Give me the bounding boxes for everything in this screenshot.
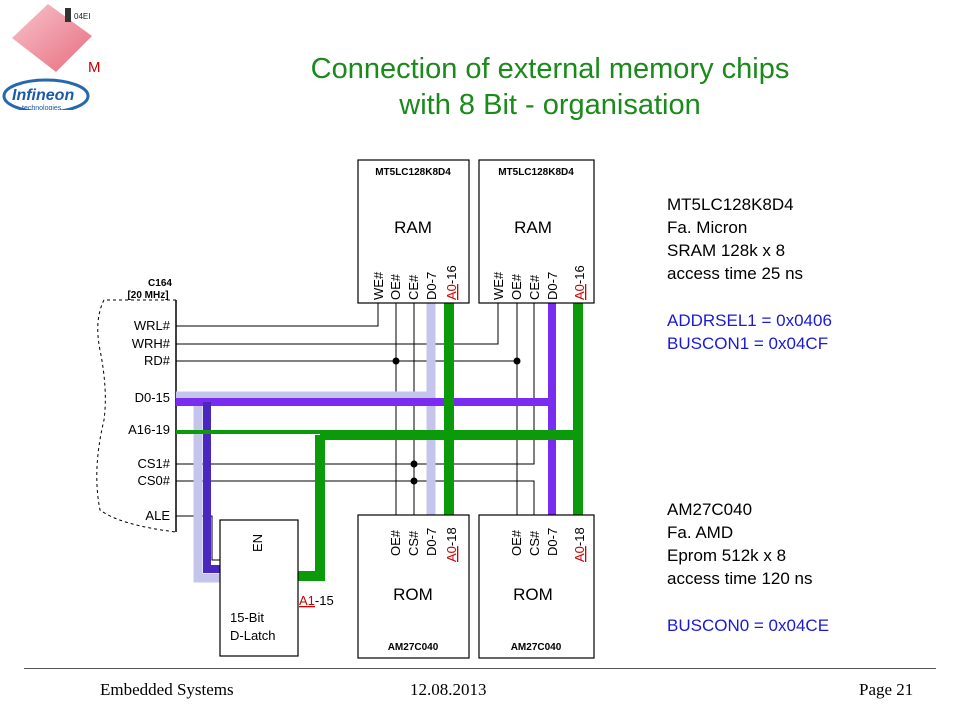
rom-info-line: Eprom 512k x 8 [667,546,787,565]
logo-m-letter: M [88,59,101,76]
ram-info: MT5LC128K8D4 Fa. Micron SRAM 128k x 8 ac… [667,193,803,285]
ram2-pin-oe: OE# [509,273,524,300]
ram-config-line: BUSCON1 = 0x04CF [667,334,829,353]
ram1-pin-addr: A0-16 [444,265,459,300]
pin-cs1: CS1# [137,456,170,471]
ram2-pin-ce: CE# [527,274,542,300]
logo-sub: technologies [22,105,62,110]
rom1-type: ROM [393,585,433,604]
ram-config-line: ADDRSEL1 = 0x0406 [667,311,832,330]
pin-wrl: WRL# [134,318,171,333]
control-lines [176,303,535,561]
slide-title-line2: with 8 Bit - organisation [399,89,701,121]
ram1-pin-oe: OE# [388,273,403,300]
rom1-pin-cs: CS# [406,530,421,556]
rom2-part: AM27C040 [511,642,562,653]
ram1-type: RAM [394,218,432,237]
rom2-pin-addr: A0-18 [572,527,587,562]
ram2-pin-addr: A0-16 [572,265,587,300]
footer-left: Embedded Systems [100,680,234,699]
ram-info-line: SRAM 128k x 8 [667,241,786,260]
footer-date: 12.08.2013 [410,680,487,699]
ram-config: ADDRSEL1 = 0x0406 BUSCON1 = 0x04CF [667,309,832,355]
pin-cs0: CS0# [137,473,170,488]
rom-config: BUSCON0 = 0x04CE [667,614,829,637]
address-bus [176,303,583,581]
rom2-pin-cs: CS# [527,530,542,556]
ram1-pin-ce: CE# [406,274,421,300]
rom-info: AM27C040 Fa. AMD Eprom 512k x 8 access t… [667,498,813,590]
memory-circuit-diagram: C164 [20 MHz] WRL# WRH# RD# D0-15 A16-19… [96,159,595,659]
ram1-part: MT5LC128K8D4 [375,167,451,178]
data-bus-low [176,303,436,583]
pin-rd: RD# [144,353,171,368]
controller-clock: [20 MHz] [127,290,168,301]
rom1-pin-data: D0-7 [424,528,439,556]
data-bus-high [176,303,556,573]
pin-d0-15: D0-15 [135,390,170,405]
footer-divider [24,668,936,669]
ram-info-line: access time 25 ns [667,264,804,283]
ram1-pin-data: D0-7 [424,272,439,300]
pin-a16-19: A16-19 [128,422,170,437]
ram2-part: MT5LC128K8D4 [498,167,574,178]
rom1-part: AM27C040 [388,642,439,653]
rom2-pin-oe: OE# [509,529,524,556]
rom-chip-2: OE# CS# D0-7 A0-18 ROM AM27C040 [478,514,595,659]
latch-line2: D-Latch [230,628,276,643]
rom2-pin-data: D0-7 [545,528,560,556]
rom1-pin-addr: A0-18 [444,527,459,562]
pin-wrh: WRH# [132,336,171,351]
latch-output: A1-15 [299,593,334,608]
ram2-pin-we: WE# [491,271,506,300]
ram-info-line: MT5LC128K8D4 [667,195,794,214]
logo-brand: Infineon [12,87,74,104]
footer-page: Page 21 [859,680,914,699]
rom-info-line: access time 120 ns [667,569,813,588]
latch-enable: EN [250,534,265,552]
logo-mark: 04EI [74,12,90,21]
rom-config-line: BUSCON0 = 0x04CE [667,616,830,635]
logo-diamond-icon [12,4,92,72]
rom1-pin-oe: OE# [388,529,403,556]
ram-chip-2: MT5LC128K8D4 RAM WE# OE# CE# D0-7 A0-16 [478,159,595,304]
rom-info-line: AM27C040 [667,500,753,519]
pin-ale: ALE [145,508,170,523]
controller-outline [96,299,177,533]
latch-line1: 15-Bit [230,610,264,625]
slide-title-line1: Connection of external memory chips [310,53,790,85]
rom-chip-1: OE# CS# D0-7 A0-18 ROM AM27C040 [357,514,470,659]
ram2-pin-data: D0-7 [545,272,560,300]
ram2-type: RAM [514,218,552,237]
controller-name: C164 [148,278,172,289]
rom-info-line: Fa. AMD [667,523,734,542]
ram-chip-1: MT5LC128K8D4 RAM WE# OE# CE# D0-7 A0-16 [357,159,470,304]
ram-info-line: Fa. Micron [667,218,748,237]
d-latch: EN 15-Bit D-Latch A1-15 [219,519,334,657]
ram1-pin-we: WE# [371,271,386,300]
rom2-type: ROM [513,585,553,604]
